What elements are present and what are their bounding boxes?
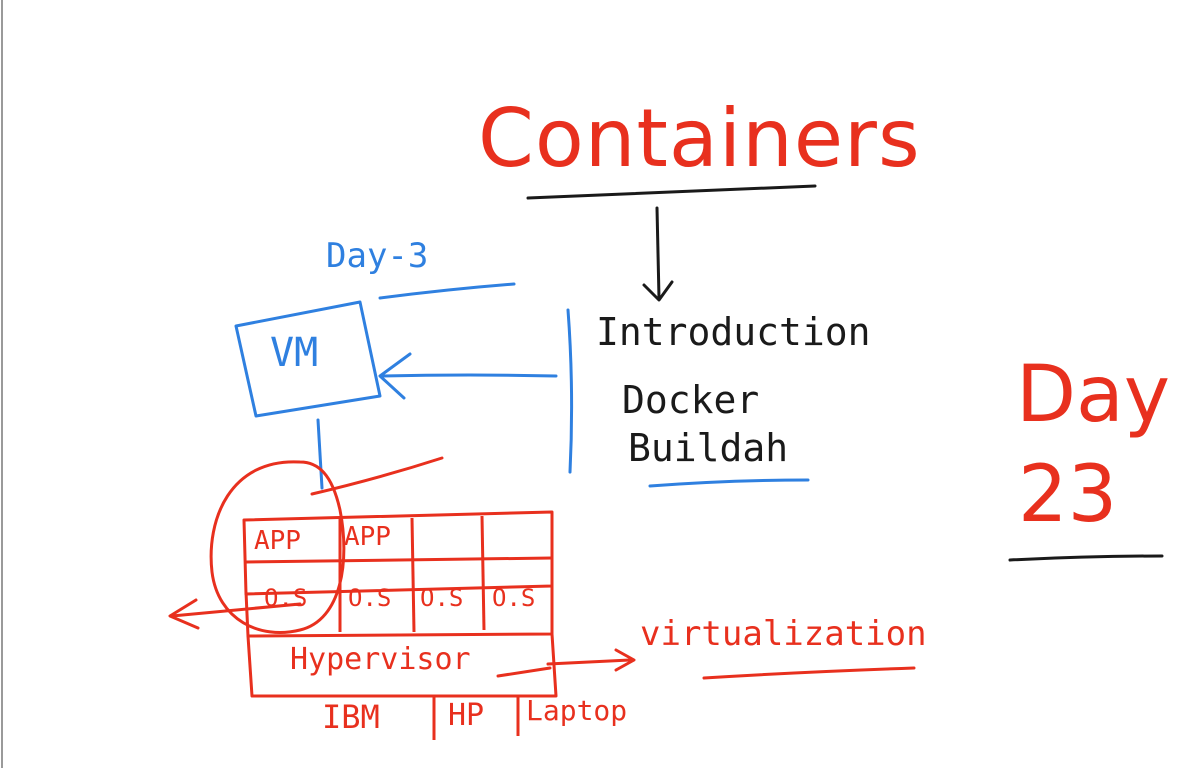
right-arrow-head [614,648,636,672]
day3-label: Day-3 [326,236,429,276]
buildah-underline [648,478,810,488]
day-badge-word: Day [1016,350,1171,440]
down-arrow-shaft [655,206,661,300]
grid-col-3 [480,515,486,631]
day3-underline [378,282,516,300]
vm-arrow-shaft [380,373,558,378]
vm-highlight-circle [209,460,346,635]
hardware-ibm: IBM [322,698,380,736]
slash-line [310,456,444,496]
list-bracket-line [566,308,574,474]
right-arrow-shaft [546,658,632,666]
day-badge-number: 23 [1018,450,1118,540]
hypervisor-label: Hypervisor [290,642,471,677]
list-item-buildah: Buildah [628,426,789,470]
hardware-hp: HP [448,698,485,733]
down-arrow-head [642,280,674,302]
os-row-border [244,586,554,638]
list-item-introduction: Introduction [596,310,871,354]
os-cell-4: O.S [492,584,536,612]
os-cell-2: O.S [348,584,392,612]
os-cell-1: O.S [264,584,308,612]
hypervisor-underline [496,666,552,678]
page-title: Containers [478,92,921,185]
left-arrow-head [168,598,200,630]
list-item-docker: Docker [622,378,760,422]
vm-box [234,300,382,418]
virtualization-underline [702,666,916,680]
grid-row-divider [245,556,553,564]
vm-arrow-head [378,352,412,400]
vm-connector-line [316,418,324,490]
day-underline [1008,554,1164,562]
left-arrow-shaft [170,602,302,618]
title-underline [526,184,817,200]
app-cell-2: APP [344,522,391,552]
vm-label: VM [270,330,319,376]
grid-col-2 [410,517,416,633]
hardware-laptop: Laptop [526,694,628,727]
app-cell-1: APP [254,526,301,556]
virtualization-label: virtualization [640,614,927,654]
os-cell-3: O.S [420,584,464,612]
